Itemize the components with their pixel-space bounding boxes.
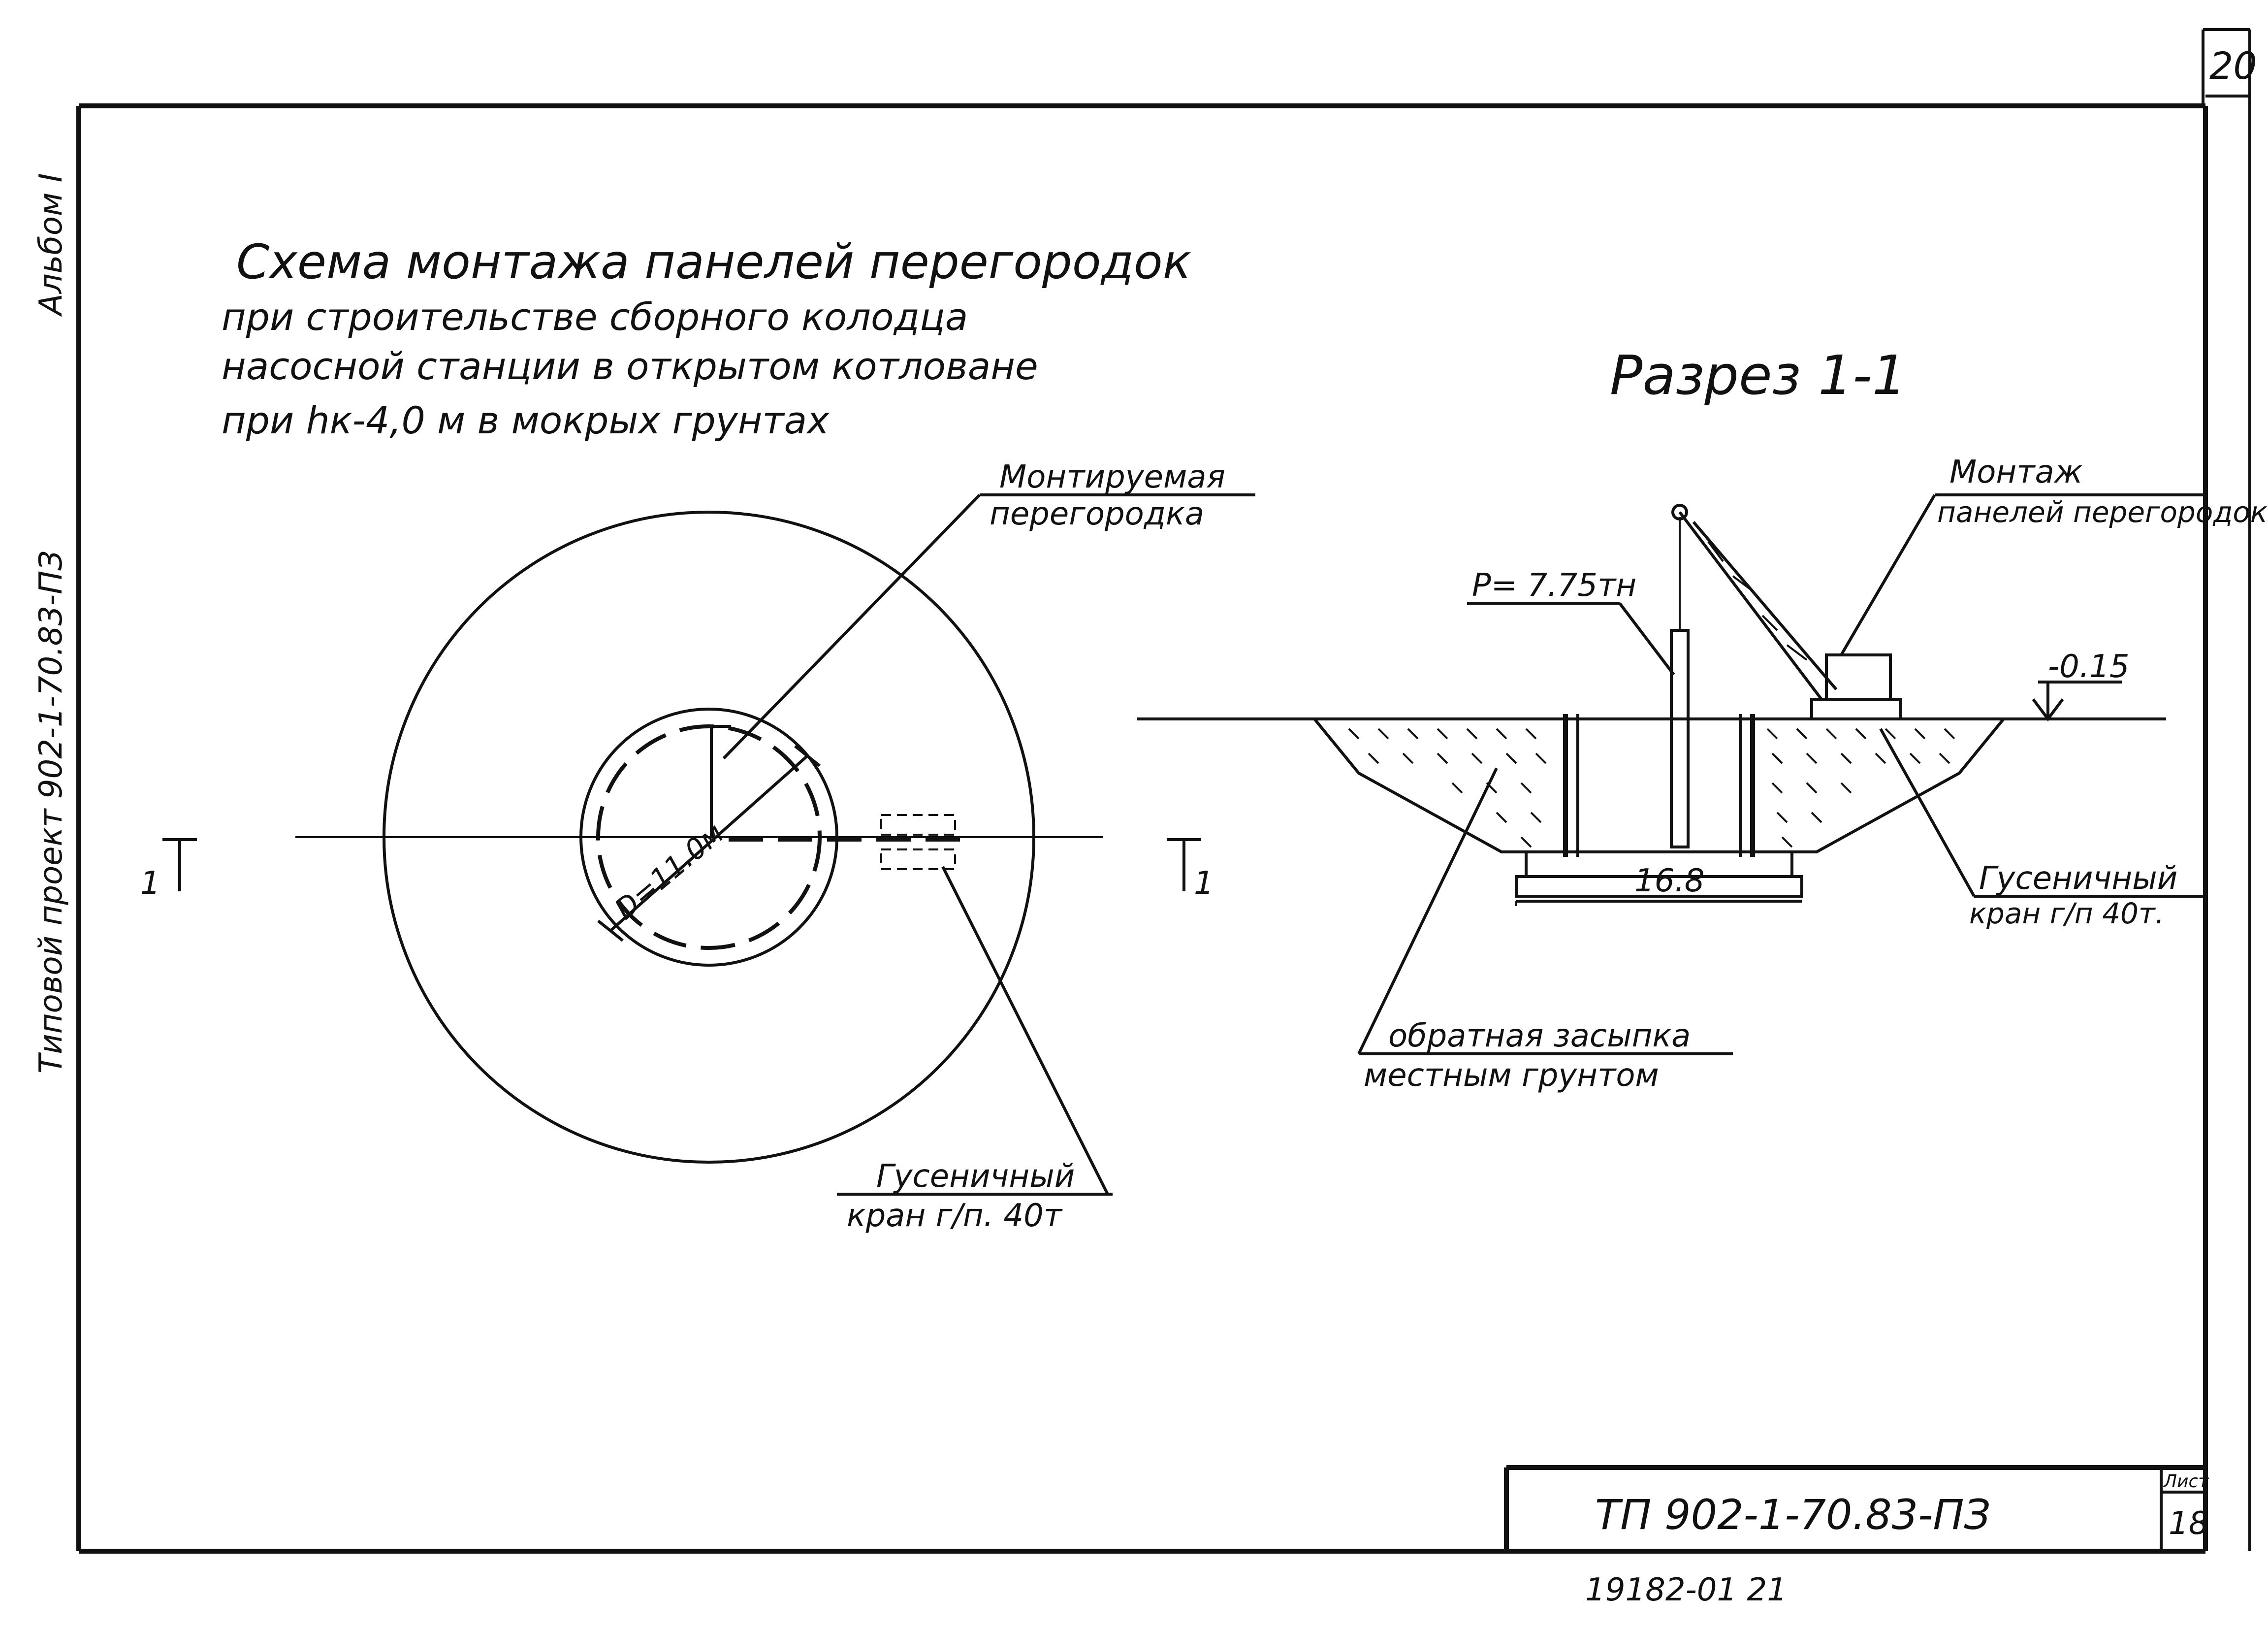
- stamp-designation: ТП 902-1-70.83-ПЗ: [1595, 1491, 1990, 1539]
- section-callout-mount-1: Монтаж: [1949, 454, 2083, 490]
- backfill-right: [1751, 717, 2007, 853]
- plan-callout-crane-2: кран г/п. 40т: [847, 1198, 1063, 1234]
- stamp-sheet-label: Лист: [2163, 1471, 2209, 1492]
- section-callout-crane-1: Гусеничный: [1979, 860, 2177, 897]
- plan-callout-partition-2: перегородка: [990, 496, 1204, 532]
- section-callout-crane-2: кран г/п 40т.: [1969, 897, 2164, 930]
- title-line-1: Схема монтажа панелей перегородок: [236, 234, 1191, 290]
- side-project-label: Типовой проект 902-1-70.83-ПЗ: [33, 551, 69, 1074]
- title-line-3: насосной станции в открытом котловане: [222, 344, 1038, 388]
- crawler-crane: [1671, 504, 1902, 720]
- section-load-label: Р= 7.75тн: [1472, 567, 1636, 604]
- section-view: Разрез 1-1: [1137, 344, 2268, 1094]
- section-mark-right: 1: [1194, 865, 1214, 902]
- section-level-label: -0.15: [2048, 649, 2130, 685]
- title-line-4: при hк-4,0 м в мокрых грунтах: [222, 398, 830, 442]
- plan-diameter-line: [609, 754, 808, 932]
- section-callout-backfill-2: местным грунтом: [1364, 1057, 1659, 1094]
- section-width-label: 16.8: [1634, 863, 1705, 899]
- section-partition-panel: [1670, 629, 1690, 848]
- plan-view: D=11.0м 1 1 Монтируемая перегородка Гусе…: [140, 459, 1255, 1234]
- inventory-number: 19182-01 21: [1585, 1572, 1787, 1608]
- plan-callout-partition-1: Монтируемая: [999, 459, 1225, 495]
- plan-diameter-label: D=11.0м: [608, 816, 730, 926]
- plan-callout-crane-1: Гусеничный: [876, 1158, 1075, 1195]
- stamp-sheet-number: 18: [2169, 1505, 2208, 1542]
- sheet-frame: [76, 28, 2251, 1554]
- section-mark-left: 1: [140, 865, 160, 902]
- section-title: Разрез 1-1: [1610, 344, 1907, 407]
- page-number: 20: [2209, 44, 2257, 88]
- stamp-block: Лист 18 ТП 902-1-70.83-ПЗ: [1504, 1465, 2209, 1551]
- backfill-left: [1311, 717, 1567, 853]
- title-line-2: при строительстве сборного колодца: [222, 295, 968, 339]
- section-callout-backfill-1: обратная засыпка: [1388, 1018, 1691, 1054]
- side-album-label: Альбом I: [33, 173, 69, 317]
- section-callout-mount-2: панелей перегородок: [1937, 495, 2268, 529]
